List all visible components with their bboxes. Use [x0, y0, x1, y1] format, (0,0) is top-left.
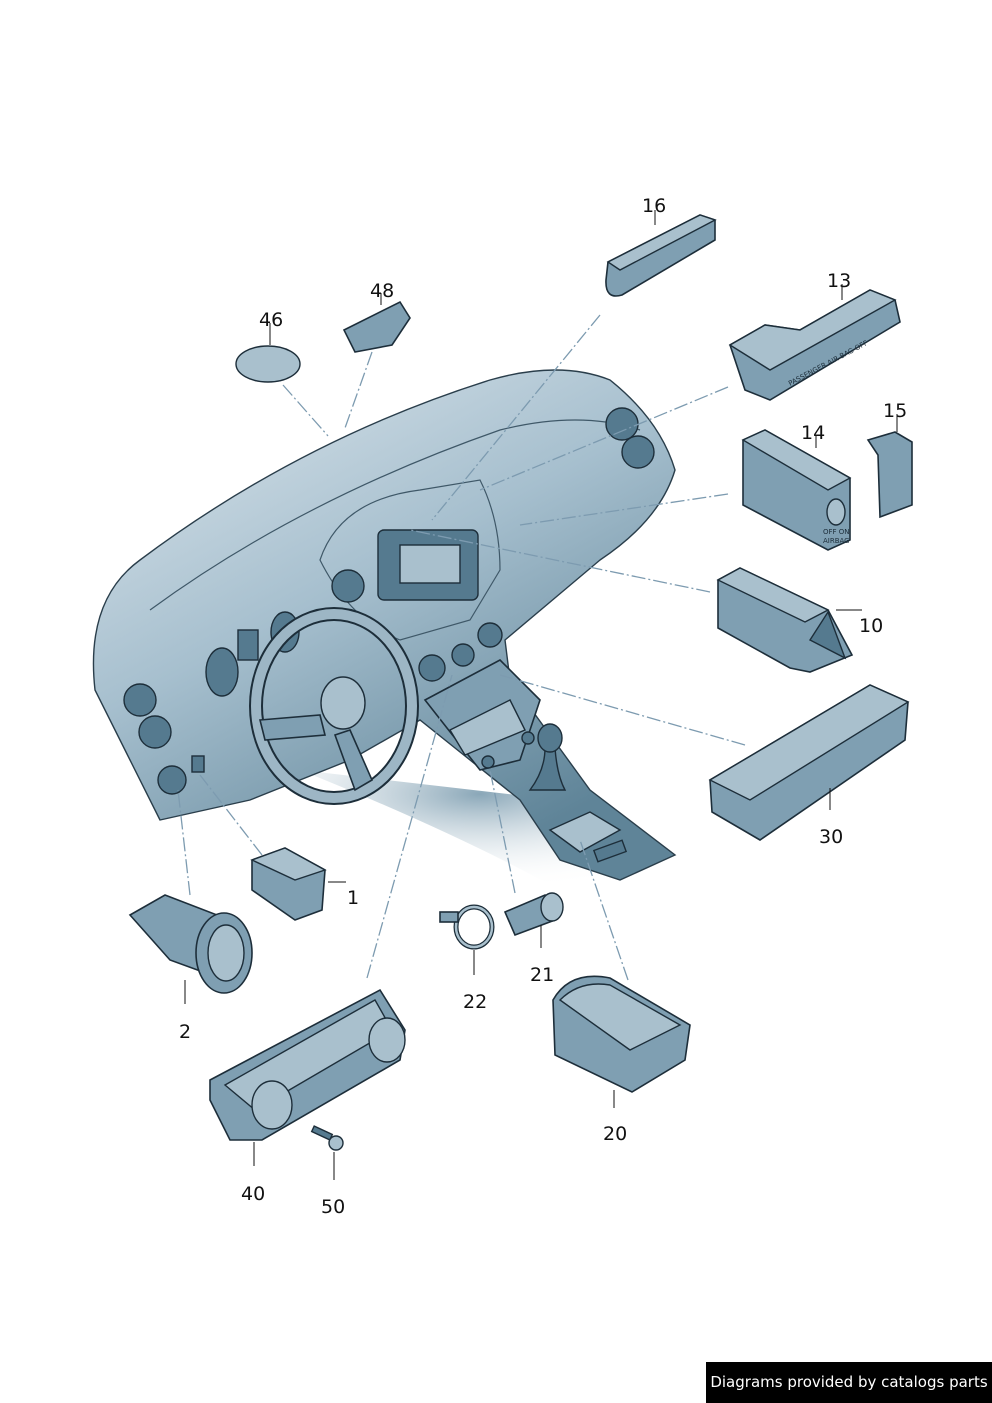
callout-ticks: [184, 210, 898, 1180]
callout-1: 1: [347, 887, 359, 909]
callout-46: 46: [259, 309, 283, 331]
leader-lines: [177, 314, 746, 981]
callout-2: 2: [179, 1021, 191, 1043]
callout-13: 13: [827, 270, 851, 292]
callout-16: 16: [642, 195, 666, 217]
part-2-light-switch: [128, 894, 253, 994]
callout-14: 14: [801, 422, 825, 444]
callout-21: 21: [530, 964, 554, 986]
part-14-airbag-key-switch: OFF ON AIRBAG: [741, 429, 852, 551]
callout-40: 40: [241, 1183, 265, 1205]
part-30-switch-module: [708, 684, 910, 841]
callout-10: 10: [859, 615, 883, 637]
callout-20: 20: [603, 1123, 627, 1145]
airbag-switch-lettering-2: AIRBAG: [823, 537, 850, 545]
credit-banner: Diagrams provided by catalogs parts: [706, 1362, 992, 1403]
part-50-screw: [310, 1125, 344, 1151]
callout-22: 22: [463, 991, 487, 1013]
part-10-hazard-switch: [716, 567, 854, 673]
part-20-storage-tray: [552, 975, 691, 1093]
part-46-cap: [235, 345, 301, 383]
steering-wheel: [249, 607, 419, 805]
part-21-socket: [503, 892, 564, 937]
part-1-switch: [250, 847, 327, 921]
part-40-climate-control: [209, 988, 406, 1141]
part-16-trim-strip: [605, 214, 717, 297]
part-48-clip: [342, 300, 411, 353]
dashboard-assembly: [92, 369, 677, 890]
airbag-switch-lettering-1: OFF ON: [823, 528, 850, 536]
callout-48: 48: [370, 280, 394, 302]
part-15-blank-cover: [866, 431, 913, 519]
callout-15: 15: [883, 400, 907, 422]
part-13-airbag-off-panel: PASSENGER AIR BAG OFF: [728, 289, 901, 401]
part-22-ring: [439, 904, 495, 950]
callout-50: 50: [321, 1196, 345, 1218]
callout-labels: 16 13 48 46 15 14 10 30 1 2 22 21 20 40 …: [179, 195, 907, 1218]
callout-30: 30: [819, 826, 843, 848]
